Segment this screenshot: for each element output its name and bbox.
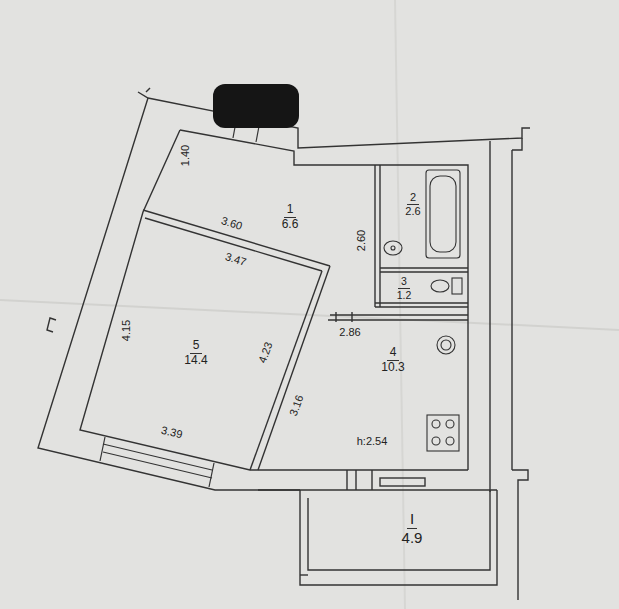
walls-part: [512, 470, 528, 600]
fixtures-part: [441, 340, 451, 350]
room-label: 16.6: [279, 203, 302, 232]
walls-part: [380, 267, 468, 268]
dimension-label: 1.40: [180, 144, 191, 165]
walls-part: [511, 150, 512, 470]
windows-part: [100, 437, 105, 461]
windows-part: [103, 452, 212, 478]
dimension-label: 4.15: [121, 319, 132, 340]
walls-part: [180, 130, 468, 470]
room-number: 2: [407, 191, 419, 205]
room-label: 22.6: [402, 191, 423, 217]
fixtures-part: [437, 336, 455, 354]
walls-part: [346, 470, 347, 490]
room-number: I: [407, 510, 417, 528]
windows: [100, 116, 260, 487]
room-number: 3: [398, 275, 410, 288]
walls-part: [380, 271, 468, 272]
walls-part: [371, 470, 372, 490]
redaction: [213, 84, 299, 128]
walls-part: [328, 319, 468, 320]
room-label: 31.2: [394, 275, 415, 300]
dimension-label: h:2.54: [357, 436, 388, 447]
dimension-label: 2.86: [339, 327, 360, 338]
walls-part: [300, 574, 308, 575]
walls-part: [335, 312, 336, 322]
room-area: 6.6: [279, 218, 302, 232]
room-label: 410.3: [378, 346, 407, 375]
walls-part: [379, 165, 380, 307]
walls-part: [374, 165, 375, 307]
fixtures-part: [452, 278, 462, 294]
windows-part: [103, 444, 212, 470]
walls-part: [308, 490, 490, 570]
fixtures-part: [432, 437, 440, 445]
room-number: 5: [190, 339, 203, 354]
walls-part: [138, 92, 530, 148]
room-label: I4.9: [399, 510, 426, 546]
room-area: 2.6: [402, 205, 423, 218]
walls-part: [80, 130, 468, 470]
room-number: 1: [284, 203, 297, 218]
fixtures-part: [431, 280, 449, 292]
redaction-part: [213, 84, 299, 128]
room-area: 1.2: [394, 289, 415, 301]
walls-part: [351, 312, 352, 322]
walls-part: [512, 138, 522, 150]
walls-part: [375, 306, 468, 307]
walls-part: [330, 314, 468, 315]
walls-part: [258, 266, 330, 470]
walls-part: [250, 271, 322, 470]
fixtures-part: [391, 246, 395, 250]
fixtures-part: [427, 415, 459, 451]
walls-part: [47, 318, 56, 332]
walls-part: [258, 489, 300, 490]
windows-part: [209, 463, 214, 487]
walls-part: [300, 490, 497, 585]
fixtures-part: [430, 176, 456, 252]
paper-part: [395, 0, 405, 609]
walls-part: [38, 98, 300, 490]
fixtures-part: [446, 420, 454, 428]
walls-part: [146, 88, 150, 92]
walls-part: [300, 489, 497, 490]
fixtures-part: [426, 170, 460, 258]
room-area: 4.9: [399, 529, 426, 546]
room-label: 514.4: [181, 339, 210, 368]
walls: [38, 88, 530, 600]
fixtures-part: [384, 241, 402, 255]
dimension-label: 2.60: [356, 229, 367, 250]
room-area: 10.3: [378, 361, 407, 375]
fixtures: [384, 170, 462, 451]
fixtures-part: [446, 437, 454, 445]
room-area: 14.4: [181, 354, 210, 368]
walls-part: [355, 470, 356, 490]
walls-part: [489, 141, 490, 492]
walls-part: [380, 478, 425, 486]
room-number: 4: [387, 346, 400, 361]
fixtures-part: [432, 420, 440, 428]
walls-part: [375, 302, 468, 303]
